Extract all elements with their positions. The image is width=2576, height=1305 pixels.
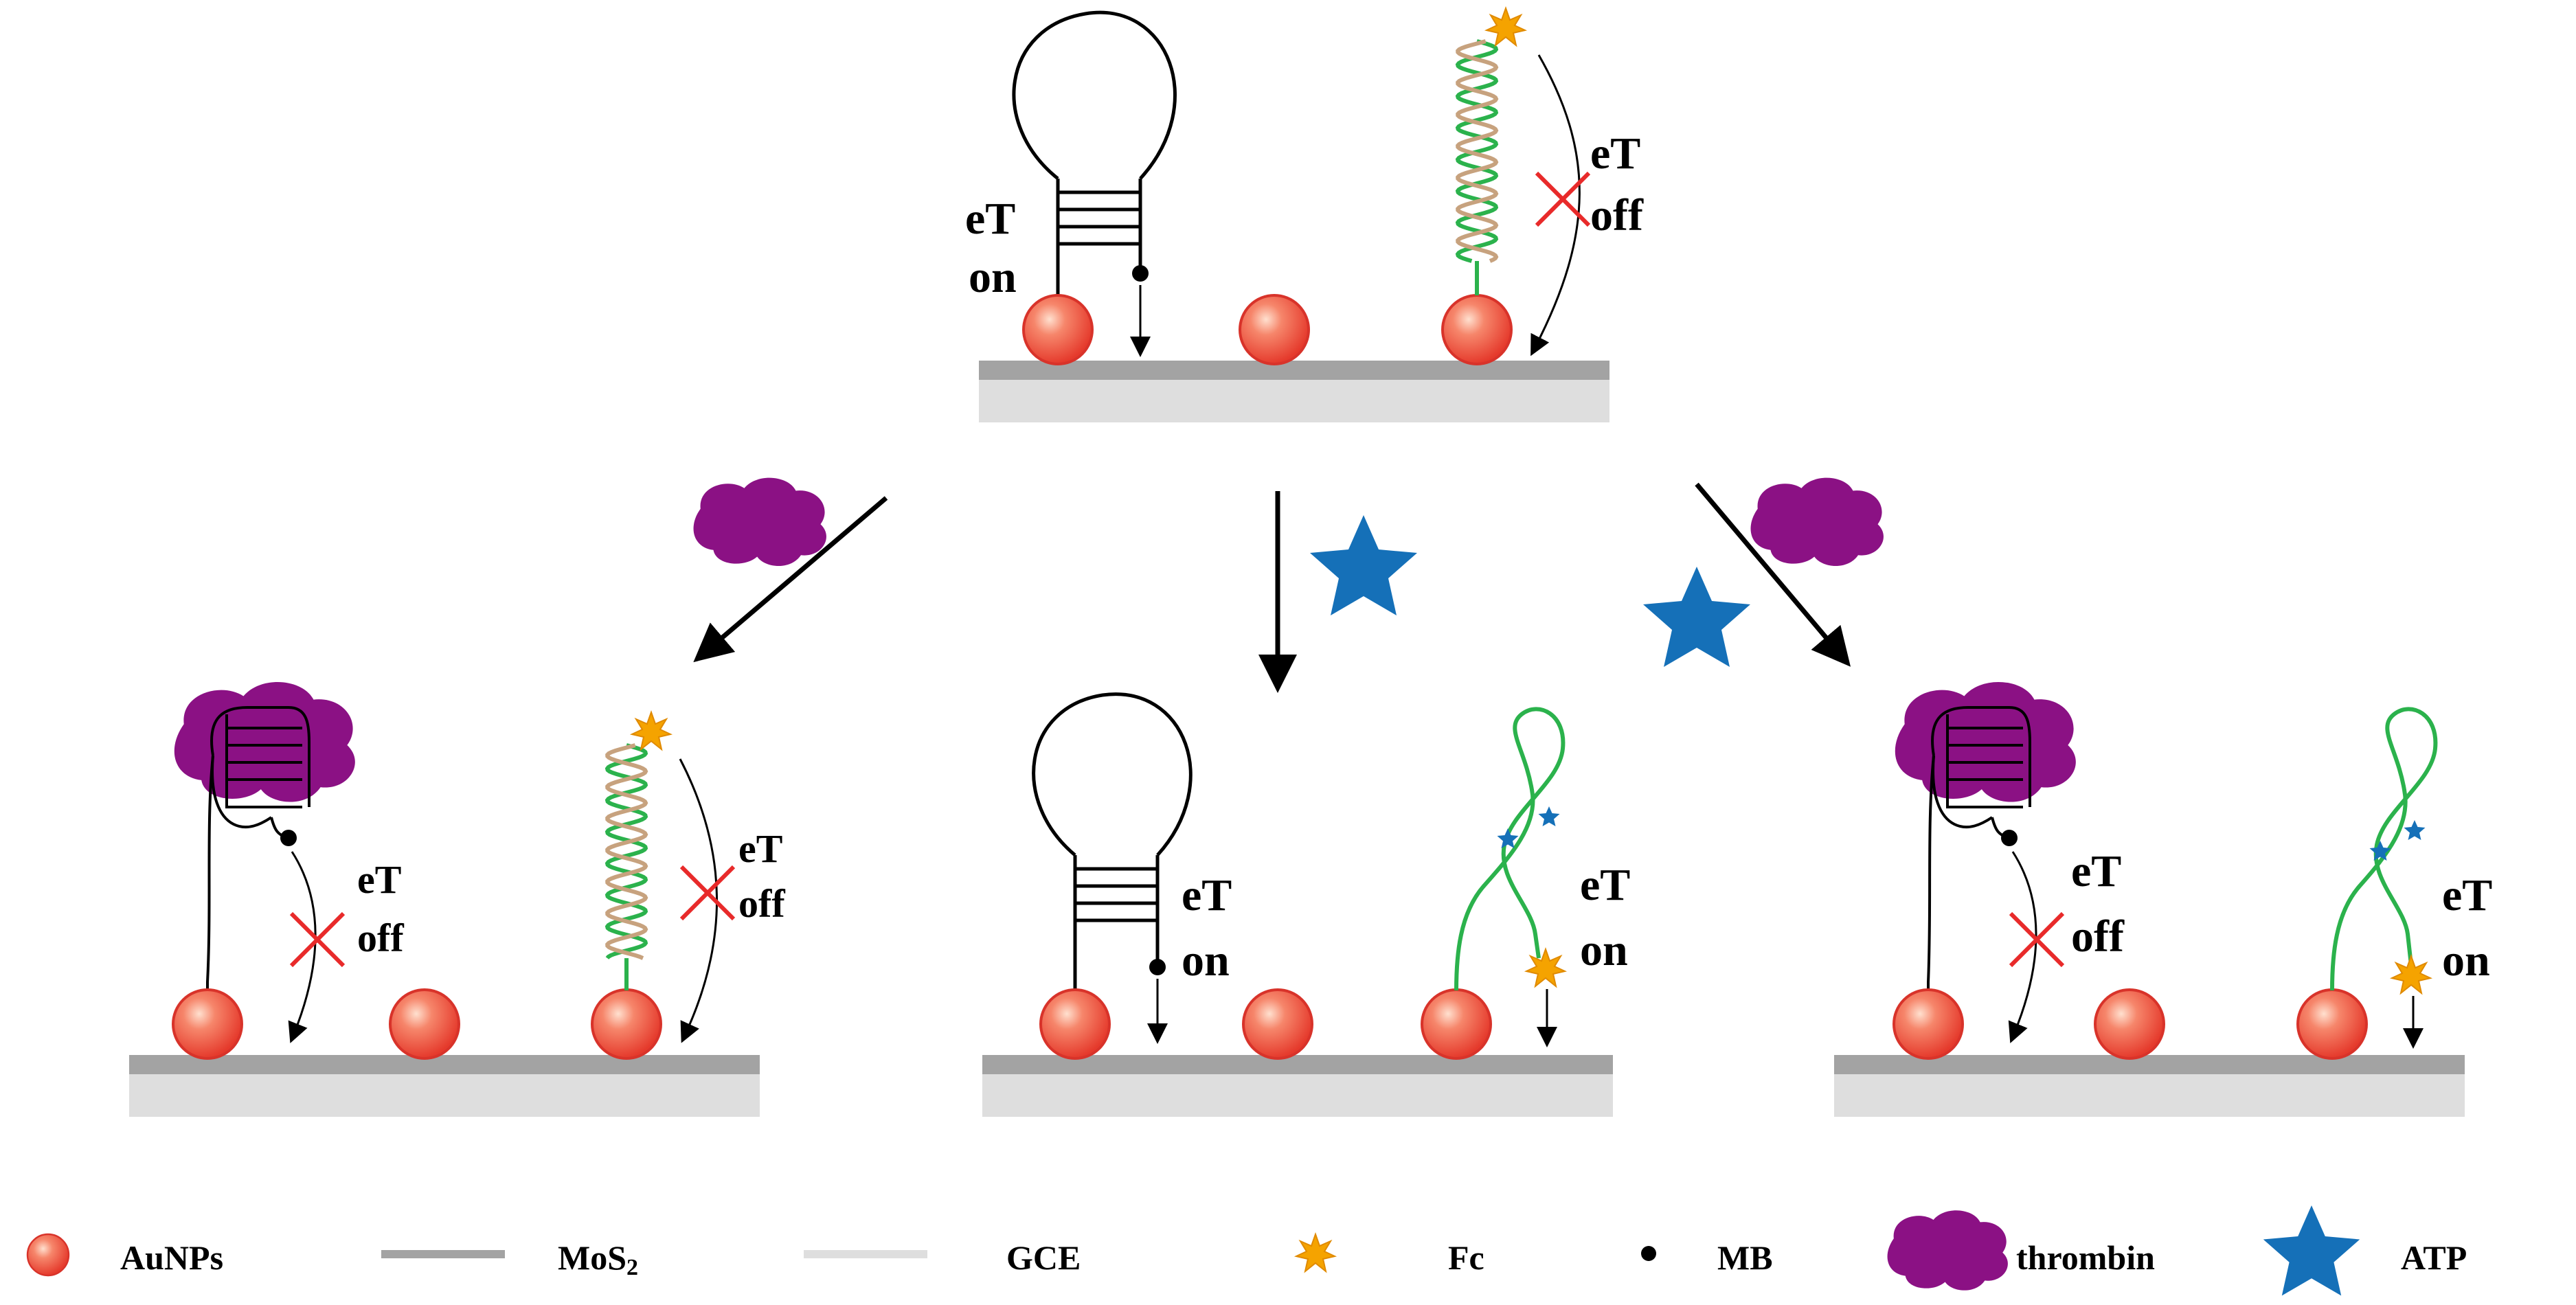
atp-icon: [2369, 841, 2391, 861]
aunp: [172, 988, 243, 1060]
gce-layer: [1834, 1074, 2465, 1117]
mos2-layer: [982, 1055, 1613, 1074]
duplex-probe: [605, 743, 648, 990]
mb-dot: [1149, 959, 1166, 975]
gce-legend-icon: [804, 1250, 927, 1258]
mb-dot: [280, 830, 297, 846]
blocked-x-icon: [291, 914, 343, 966]
atp-aptamer-complex: [1454, 707, 1566, 991]
mb-legend-icon: [1641, 1246, 1656, 1261]
aunp: [1039, 988, 1111, 1060]
gce-layer: [129, 1074, 760, 1117]
blocked-electron-arrow: [679, 758, 719, 1043]
arrow-right: [1695, 482, 1851, 667]
g-quadruplex-aptamer: [206, 706, 310, 1030]
thrombin-icon: [174, 681, 355, 802]
mos2-layer: [1834, 1055, 2465, 1074]
aunp: [1242, 988, 1313, 1060]
aunp: [1441, 294, 1513, 365]
blocked-x-icon: [1537, 173, 1589, 225]
aunp: [389, 988, 460, 1060]
panel-thrombin-atp: eT off eT on: [1834, 681, 2492, 1117]
hairpin-probe: [1032, 692, 1193, 990]
panel-thrombin: eT off eT off: [129, 681, 785, 1117]
fc-marker: [631, 712, 671, 750]
legend: AuNPs MoS2 GCE Fc MB thrombin ATP: [26, 1205, 2467, 1296]
blocked-x-icon: [2011, 914, 2063, 966]
aunp-legend-icon: [26, 1233, 70, 1277]
thrombin-icon: [1750, 477, 1884, 567]
duplex-probe: [1455, 39, 1499, 295]
thrombin-icon: [1895, 681, 2076, 802]
et-label: eT: [357, 857, 401, 902]
legend-gce: GCE: [1006, 1238, 1081, 1277]
atp-icon: [1643, 567, 1750, 667]
legend-aunps: AuNPs: [120, 1238, 223, 1277]
et-label: eT: [965, 194, 1015, 244]
blocked-electron-arrow: [288, 851, 317, 1043]
g-quadruplex-aptamer: [1927, 706, 2031, 1030]
blocked-electron-arrow: [2008, 851, 2037, 1043]
on-label: on: [1580, 925, 1628, 975]
off-label: off: [357, 916, 404, 960]
blocked-x-icon: [681, 867, 734, 919]
et-label: eT: [738, 826, 782, 871]
mos2-legend-icon: [381, 1250, 505, 1258]
atp-icon: [1310, 515, 1417, 615]
legend-atp: ATP: [2401, 1238, 2467, 1277]
panel-top: eT on eT off: [965, 8, 1644, 422]
blocked-electron-arrow: [1530, 54, 1581, 356]
legend-fc: Fc: [1448, 1238, 1484, 1277]
aunp: [1893, 988, 1964, 1060]
atp-legend-icon: [2263, 1205, 2360, 1296]
et-label: eT: [1580, 860, 1630, 910]
mb-dot: [2001, 830, 2018, 846]
fc-legend-icon: [1296, 1234, 1335, 1272]
mb-dot: [1132, 265, 1149, 282]
mos2-layer: [979, 361, 1609, 380]
off-label: off: [738, 881, 785, 926]
atp-icon: [1538, 806, 1560, 826]
et-label: eT: [1182, 870, 1232, 920]
gce-layer: [982, 1074, 1613, 1117]
legend-thrombin: thrombin: [2016, 1238, 2155, 1277]
aunp: [1239, 294, 1310, 365]
off-label: off: [2071, 911, 2125, 962]
et-label: eT: [2071, 846, 2121, 896]
aunp: [2094, 988, 2165, 1060]
legend-mos2: MoS2: [558, 1238, 638, 1280]
fc-marker: [2391, 955, 2431, 994]
off-label: off: [1590, 190, 1644, 240]
thrombin-legend-icon: [1887, 1210, 2008, 1291]
hairpin-probe: [1012, 10, 1177, 295]
panel-atp: eT on eT on: [982, 692, 1630, 1117]
transition-arrows: [693, 477, 1884, 693]
atp-aptamer-complex: [2330, 707, 2438, 991]
on-label: on: [969, 252, 1017, 302]
on-label: on: [2442, 935, 2490, 986]
et-label: eT: [1590, 128, 1640, 179]
aunp: [1421, 988, 1492, 1060]
fc-marker: [1526, 949, 1566, 987]
atp-icon: [2404, 820, 2426, 840]
aunp: [2296, 988, 2368, 1060]
mos2-layer: [129, 1055, 760, 1074]
on-label: on: [1182, 935, 1230, 986]
gce-layer: [979, 380, 1609, 422]
fc-marker: [1486, 8, 1526, 46]
legend-mb: MB: [1717, 1238, 1773, 1277]
arrow-left: [693, 496, 888, 663]
aunp: [591, 988, 662, 1060]
thrombin-icon: [693, 477, 826, 567]
et-label: eT: [2442, 870, 2492, 920]
aunp: [1022, 294, 1094, 365]
